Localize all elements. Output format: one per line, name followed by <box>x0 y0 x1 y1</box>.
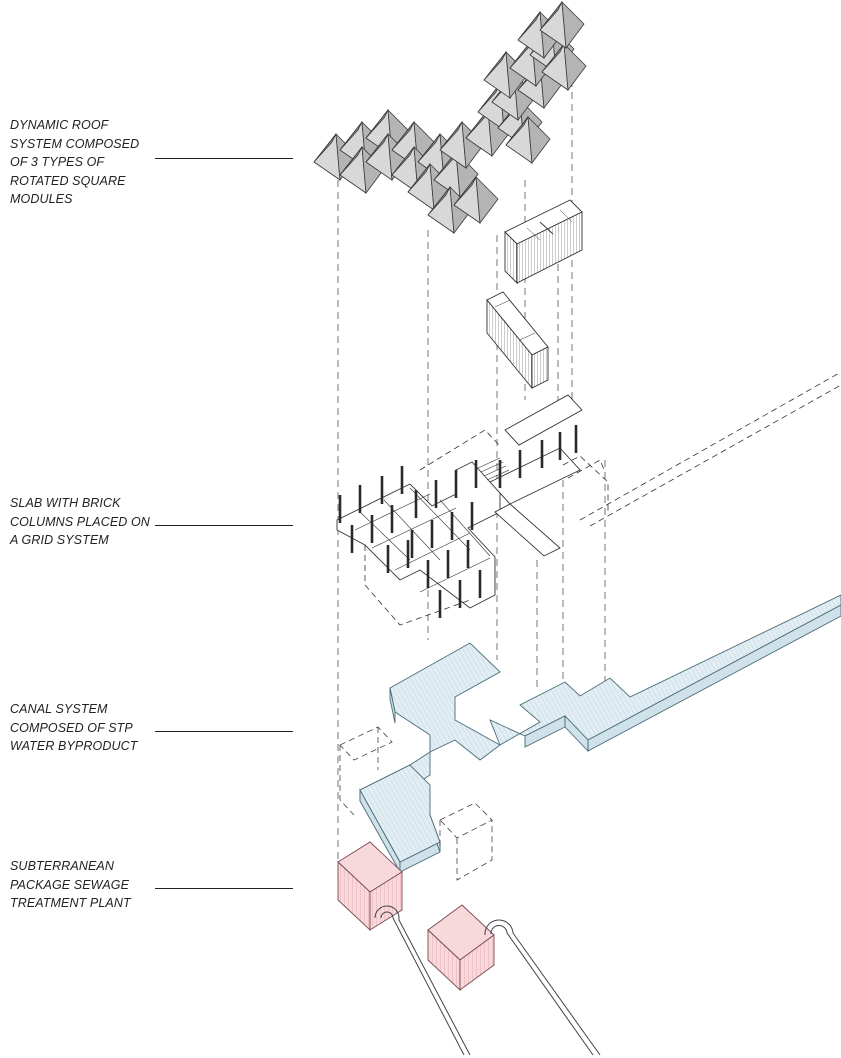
stp-label-line: TREATMENT PLANT <box>10 896 131 910</box>
stp-label: SUBTERRANEAN PACKAGE SEWAGE TREATMENT PL… <box>10 857 160 913</box>
slab-label-line: COLUMNS PLACED ON <box>10 514 150 529</box>
roof-module-face <box>365 133 389 163</box>
stp-leader-line <box>155 888 293 889</box>
stp-label-line: PACKAGE SEWAGE <box>10 877 130 892</box>
roof-label-line: DYNAMIC ROOF <box>10 118 109 132</box>
roof-label-line: MODULES <box>10 192 73 206</box>
slab-label-line: A GRID SYSTEM <box>10 533 109 547</box>
roof-module-face <box>365 109 389 139</box>
canal-label: CANAL SYSTEM COMPOSED OF STP WATER BYPRO… <box>10 700 160 756</box>
canal-label-line: COMPOSED OF STP <box>10 720 133 735</box>
roof-module-face <box>539 1 563 31</box>
roof-label-line: SYSTEM COMPOSED <box>10 136 140 151</box>
roof-module-face <box>453 176 477 206</box>
roof-label-line: ROTATED SQUARE <box>10 173 126 188</box>
roof-module-face <box>417 133 441 163</box>
roof-module-face <box>483 51 507 81</box>
roof-module-face <box>527 115 551 165</box>
roof-module-face <box>391 121 415 151</box>
sewage-treatment-plant <box>337 841 495 992</box>
roof-module-face <box>475 175 499 225</box>
wood-volume-upper <box>504 199 583 285</box>
slab-with-columns <box>336 371 841 626</box>
roof-module-face <box>505 116 529 146</box>
roof-module-face <box>439 121 463 151</box>
slab-leader-line <box>155 525 293 526</box>
roof-module-face <box>563 42 587 92</box>
roof-leader-line <box>155 158 293 159</box>
stp-label-line: SUBTERRANEAN <box>10 859 114 873</box>
roof-system <box>313 0 587 235</box>
sewage-pipes <box>374 905 601 1056</box>
roof-module-face <box>427 186 451 216</box>
slab-label: SLAB WITH BRICK COLUMNS PLACED ON A GRID… <box>10 494 160 550</box>
wood-volume-middle <box>486 291 549 390</box>
dashed-frames <box>339 726 493 881</box>
roof-module-face <box>313 133 337 163</box>
roof-module-face <box>391 146 415 176</box>
roof-module-face <box>407 163 431 193</box>
roof-label: DYNAMIC ROOF SYSTEM COMPOSED OF 3 TYPES … <box>10 116 160 209</box>
canal-label-line: CANAL SYSTEM <box>10 702 108 716</box>
roof-module-face <box>339 121 363 151</box>
roof-module-face <box>517 11 541 41</box>
brick-columns <box>338 425 578 618</box>
roof-label-line: OF 3 TYPES OF <box>10 155 105 169</box>
roof-module-face <box>339 146 363 176</box>
canal-leader-line <box>155 731 293 732</box>
slab-label-line: SLAB WITH BRICK <box>10 496 121 510</box>
canal-label-line: WATER BYPRODUCT <box>10 739 138 753</box>
roof-module-face <box>541 43 565 73</box>
canal-system <box>359 594 841 874</box>
roof-module-face <box>561 0 585 50</box>
